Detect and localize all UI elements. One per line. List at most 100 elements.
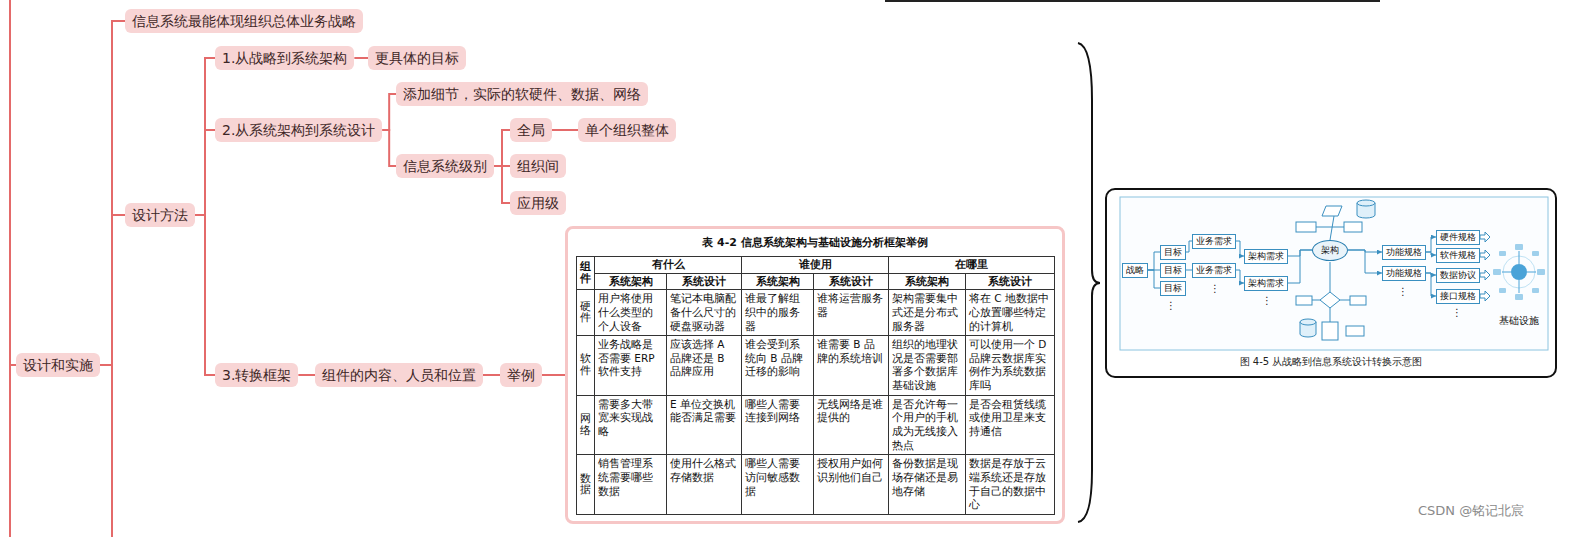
table-header: 系统设计 [829, 275, 873, 287]
node-text: 设计和实施 [23, 357, 93, 373]
icon-core [1511, 264, 1527, 280]
hollow-arrow [1480, 291, 1490, 301]
icon-node [1499, 251, 1506, 256]
flow-connector [1148, 252, 1160, 270]
node-text: 3.转换框架 [222, 367, 291, 383]
mindmap-topic: 组织间 [510, 154, 566, 178]
block-symbol [1346, 326, 1364, 336]
table-cell: 销售管理系统需要哪些数据 [595, 455, 667, 515]
icon-ray [1527, 272, 1536, 273]
node-text: 功能规格 [1386, 247, 1422, 257]
branch-line [195, 215, 215, 375]
figure-wire [1330, 308, 1331, 322]
node-text: 战略 [1126, 265, 1144, 275]
mindmap-topic: 设计和实施 [16, 353, 100, 377]
node-text: 信息系统最能体现组织总体业务战略 [132, 13, 356, 29]
table-cell: 使用什么格式存储数据 [667, 455, 742, 515]
figure-ground [1120, 197, 1548, 350]
table-header: 系统架构 [756, 275, 800, 287]
figure-wire [1340, 300, 1350, 301]
trunk-line [111, 365, 113, 537]
table-cell-text: 谁最了解组织中的服务器 [745, 292, 800, 331]
flow-box: 目标 [1160, 245, 1186, 260]
table-cell-text: 是否允许每一个用户的手机成为无线接入热点 [892, 398, 958, 451]
table-cell: 数据是存放于云端系统还是存放于自己的数据中心 [966, 455, 1055, 515]
branch-line [298, 374, 315, 376]
node-text: 硬件规格 [1440, 232, 1476, 242]
branch-line [552, 129, 578, 131]
table-cell-text: 用户将使用什么类型的个人设备 [598, 292, 653, 331]
table-cell: 谁需要 B 品牌的系统培训 [814, 336, 889, 396]
table-cell-text: 授权用户如何识别他们自己 [817, 457, 883, 483]
icon-node [1537, 269, 1545, 275]
flow-box: 功能规格 [1382, 245, 1426, 260]
cylinder-symbol [1300, 319, 1316, 325]
node-text: 数据协议 [1440, 270, 1476, 280]
node-text: 软件规格 [1440, 250, 1476, 260]
table-row: 系统架构系统设计系统架构系统设计系统架构系统设计 [577, 273, 1055, 290]
table-cell: 用户将使用什么类型的个人设备 [595, 290, 667, 336]
branch-line [483, 374, 500, 376]
table-cell-text: 笔记本电脑配备什么尺寸的硬盘驱动器 [670, 292, 736, 331]
icon-node [1493, 269, 1501, 275]
table-cell: 组织的地理状况是否需要部署多个数据库基础设施 [889, 336, 966, 396]
component-name: 硬件 [580, 301, 591, 324]
node-text: 全局 [517, 122, 545, 138]
table-cell: 无线网络是谁提供的 [814, 395, 889, 455]
flow-box: 业务需求 [1192, 234, 1236, 249]
table-cell: 笔记本电脑配备什么尺寸的硬盘驱动器 [667, 290, 742, 336]
table-cell: 应该选择 A 品牌还是 B 品牌应用 [667, 336, 742, 396]
flow-box: 接口规格 [1436, 289, 1480, 304]
table-cell: 系统架构 [889, 273, 966, 290]
node-text: 架构需求 [1248, 251, 1284, 261]
watermark: CSDN @铭记北宸 [1418, 503, 1524, 519]
node-text: 架构需求 [1248, 278, 1284, 288]
table-cell: 系统设计 [667, 273, 742, 290]
flow-box: 目标 [1160, 263, 1186, 278]
block-symbol [1322, 322, 1338, 340]
hollow-arrow [1480, 270, 1490, 280]
figure-wire [1330, 216, 1334, 240]
mindmap-topic: 1.从战略到系统架构 [215, 46, 354, 70]
figure-panel: 图 4-5 从战略到信息系统设计转换示意图战略目标目标目标业务需求业务需求架构需… [1105, 188, 1557, 378]
mindmap-topic: 应用级 [510, 191, 566, 215]
trunk-line [9, 0, 11, 537]
table-cell-text: 组织的地理状况是否需要部署多个数据库基础设施 [892, 338, 958, 391]
branch-line [195, 58, 215, 215]
table-cell-text: 谁需要 B 品牌的系统培训 [817, 338, 883, 364]
flow-box: 业务需求 [1192, 263, 1236, 278]
branch-line [354, 57, 368, 59]
node-text: 接口规格 [1440, 291, 1476, 301]
table-cell: 谁最了解组织中的服务器 [742, 290, 814, 336]
flow-connector [1236, 241, 1244, 256]
node-text: 信息系统级别 [403, 158, 487, 174]
framework-table: 组件有什么谁使用在哪里系统架构系统设计系统架构系统设计系统架构系统设计硬件用户将… [576, 256, 1055, 515]
branch-line [100, 21, 125, 365]
ellipsis-mark: ⋮ [1210, 283, 1220, 295]
table-cell: 是否会租赁线缆或使用卫星来支持通信 [966, 395, 1055, 455]
branch-line [382, 94, 396, 130]
branch-line [494, 130, 510, 166]
node-text: 举例 [507, 367, 535, 383]
table-cell-text: 应该选择 A 品牌还是 B 品牌应用 [670, 338, 725, 377]
table-header: 有什么 [652, 258, 685, 270]
table-row: 数据销售管理系统需要哪些数据使用什么格式存储数据哪些人需要访问敏感数据授权用户如… [577, 455, 1055, 515]
table-cell-text: 业务战略是否需要 ERP 软件支持 [598, 338, 655, 377]
table-cell-text: 谁会受到系统向 B 品牌迁移的影响 [745, 338, 803, 377]
node-text: 添加细节，实际的软硬件、数据、网络 [403, 86, 641, 102]
table-header: 组件 [580, 261, 591, 284]
table-cell: 系统设计 [814, 273, 889, 290]
diamond-symbol [1320, 292, 1340, 308]
hollow-arrow [1480, 232, 1490, 242]
table-cell: 组件 [577, 257, 595, 290]
node-text: 更具体的目标 [375, 50, 459, 66]
brace [1078, 43, 1100, 522]
infrastructure-label: 基础设施 [1499, 315, 1539, 327]
node-text: 目标 [1164, 283, 1182, 293]
table-row: 软件业务战略是否需要 ERP 软件支持应该选择 A 品牌还是 B 品牌应用谁会受… [577, 336, 1055, 396]
table-cell: 谁使用 [742, 257, 889, 274]
mindmap-topic: 设计方法 [125, 203, 195, 227]
node-text: 架构 [1321, 245, 1339, 255]
node-text: 组件的内容、人员和位置 [322, 367, 476, 383]
